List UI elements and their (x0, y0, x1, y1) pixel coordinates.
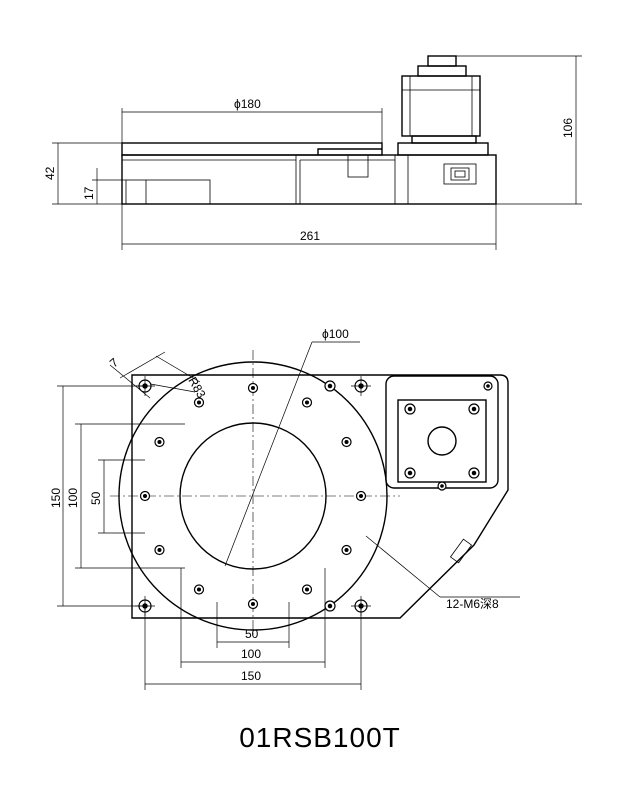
dim-height-17: 17 (82, 186, 96, 200)
table-hole-4-core (250, 601, 256, 607)
motor-hole-1-core (407, 406, 413, 412)
dim-v100: 100 (66, 488, 80, 508)
housing-hole-1-core (486, 384, 490, 388)
dim-height-42: 42 (43, 166, 57, 180)
motor-hole-4-core (471, 470, 477, 476)
connector (443, 163, 477, 185)
top-view (109, 341, 520, 635)
dim-h50: 50 (245, 627, 259, 641)
model-title: 01RSB100T (239, 722, 401, 753)
dim-height-106: 106 (561, 118, 575, 138)
side-dimensions: ϕ180 261 42 17 106 (43, 55, 582, 250)
motor-hole-3-core (407, 470, 413, 476)
motor-flange (397, 142, 489, 156)
dim-h150: 150 (241, 669, 261, 683)
dim-v50: 50 (89, 491, 103, 505)
motor-hole-2-core (471, 406, 477, 412)
dim-angle-7: 7 (107, 355, 121, 370)
table-hole-1-core (358, 493, 364, 499)
dim-radius-83: R83 (185, 375, 208, 401)
table-hole-11-core (304, 400, 310, 405)
table-hole-8-core (157, 439, 162, 445)
aux-hole-2-core (327, 603, 333, 609)
table-hole-10-core (250, 385, 256, 391)
dim-h100: 100 (241, 647, 261, 661)
motor-shaft (427, 426, 457, 456)
dim-length-261: 261 (300, 229, 320, 243)
base-outline (131, 374, 509, 619)
dim-v150: 150 (49, 488, 63, 508)
table-hole-12-core (344, 439, 349, 445)
top-dimensions: 150 100 50 50 100 150 ϕ100 12-M6深8 7 R83 (49, 327, 499, 690)
housing-hole-2-core (440, 484, 444, 488)
dim-diameter-180: ϕ180 (234, 97, 261, 111)
base-body (121, 154, 497, 205)
aux-hole-1-core (327, 383, 333, 389)
table-hole-6-core (157, 547, 162, 553)
motor-cap (427, 55, 457, 67)
dim-diameter-100: ϕ100 (322, 327, 349, 341)
table-hole-7-core (142, 493, 148, 499)
side-view (121, 55, 497, 205)
holes-note: 12-M6深8 (446, 597, 499, 611)
table-hole-3-core (304, 587, 310, 592)
motor-body (401, 75, 481, 137)
table-hole-9-core (196, 400, 202, 405)
table-hole-2-core (344, 547, 349, 553)
motor-housing (385, 375, 499, 489)
mounting-holes (135, 376, 493, 616)
table-hole-5-core (196, 587, 202, 592)
